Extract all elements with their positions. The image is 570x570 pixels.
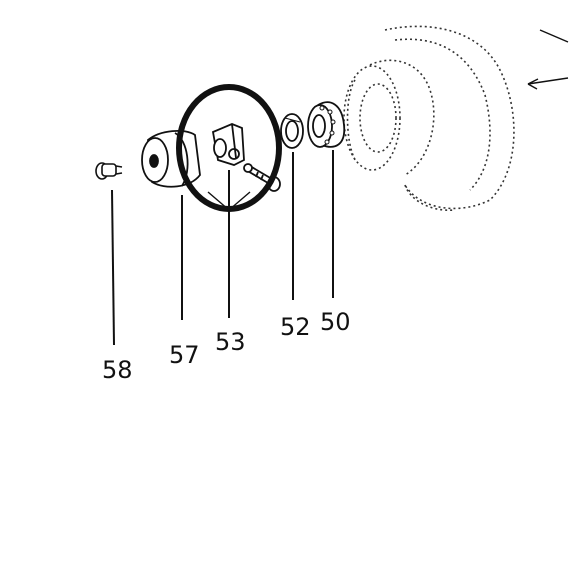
callout-50: 50	[320, 308, 351, 336]
part-53-bracket	[211, 123, 281, 192]
direction-arrow	[527, 29, 569, 90]
part-52-seal	[280, 113, 304, 149]
part-50-bearing	[307, 101, 346, 148]
callout-53: 53	[215, 328, 246, 356]
hub-housing-outline	[343, 25, 515, 211]
leader-53-fork	[207, 191, 251, 211]
leader-58	[111, 189, 115, 346]
part-57-cap	[141, 129, 201, 188]
callout-58: 58	[102, 356, 133, 384]
callout-57: 57	[169, 341, 200, 369]
leader-lines	[111, 150, 334, 346]
part-58-pin	[95, 162, 123, 180]
callout-52: 52	[280, 313, 311, 341]
